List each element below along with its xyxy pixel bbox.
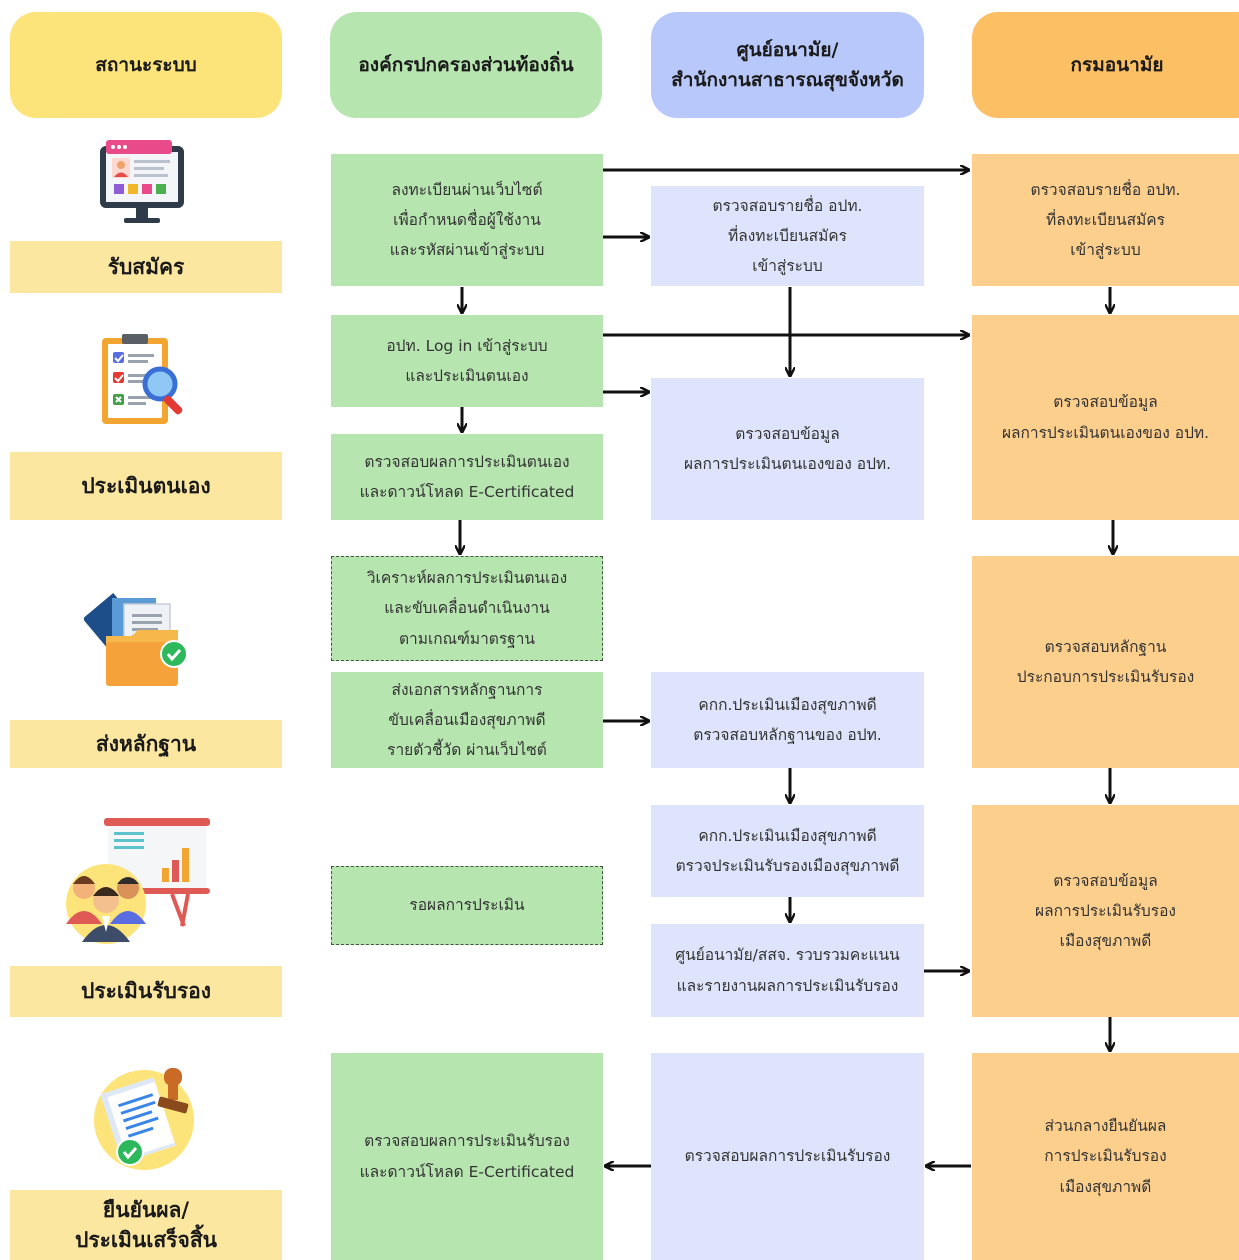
- stage-register: รับสมัคร: [10, 241, 282, 293]
- header-health-center: ศูนย์อนามัย/ สำนักงานสาธารณสุขจังหวัด: [651, 12, 924, 118]
- checklist-magnifier-icon: [102, 334, 183, 424]
- folder-documents-check-icon: [84, 592, 188, 686]
- step-center-check-names: ตรวจสอบรายชื่อ อปท. ที่ลงทะเบียนสมัคร เข…: [651, 186, 924, 286]
- stage-self-assess: ประเมินตนเอง: [10, 452, 282, 520]
- step-committee-certify: คกก.ประเมินเมืองสุขภาพดี ตรวจประเมินรับร…: [651, 805, 924, 897]
- step-wait-results: รอผลการประเมิน: [331, 866, 603, 945]
- step-register-website: ลงทะเบียนผ่านเว็บไซต์ เพื่อกำหนดชื่อผู้ใ…: [331, 154, 603, 286]
- header-local-government: องค์กรปกครองส่วนท้องถิ่น: [330, 12, 602, 118]
- step-login-self-assess: อปท. Log in เข้าสู่ระบบ และประเมินตนเอง: [331, 315, 603, 407]
- computer-profile-icon: [100, 140, 184, 223]
- step-check-download: ตรวจสอบผลการประเมินตนเอง และดาวน์โหลด E-…: [331, 434, 603, 520]
- step-dept-confirm: ส่วนกลางยืนยันผล การประเมินรับรอง เมืองส…: [972, 1053, 1239, 1260]
- step-dept-check-self: ตรวจสอบข้อมูล ผลการประเมินตนเองของ อปท.: [972, 315, 1239, 520]
- step-final-check-download: ตรวจสอบผลการประเมินรับรอง และดาวน์โหลด E…: [331, 1053, 603, 1260]
- step-send-documents: ส่งเอกสารหลักฐานการ ขับเคลื่อนเมืองสุขภา…: [331, 672, 603, 768]
- step-center-check-self: ตรวจสอบข้อมูล ผลการประเมินตนเองของ อปท.: [651, 378, 924, 520]
- step-dept-check-certify: ตรวจสอบข้อมูล ผลการประเมินรับรอง เมืองสุ…: [972, 805, 1239, 1017]
- step-dept-check-names: ตรวจสอบรายชื่อ อปท. ที่ลงทะเบียนสมัคร เข…: [972, 154, 1239, 286]
- stage-send-evidence: ส่งหลักฐาน: [10, 720, 282, 768]
- step-dept-check-evidence: ตรวจสอบหลักฐาน ประกอบการประเมินรับรอง: [972, 556, 1239, 768]
- step-analyze-results: วิเคราะห์ผลการประเมินตนเอง และขับเคลื่อน…: [331, 556, 603, 661]
- stage-certify: ประเมินรับรอง: [10, 966, 282, 1017]
- certificate-stamp-icon: [94, 1068, 194, 1170]
- step-committee-evidence: คกก.ประเมินเมืองสุขภาพดี ตรวจสอบหลักฐานข…: [651, 672, 924, 768]
- presentation-team-icon: [66, 818, 210, 944]
- header-status: สถานะระบบ: [10, 12, 282, 118]
- header-department-of-health: กรมอนามัย: [972, 12, 1239, 118]
- stage-confirm: ยืนยันผล/ ประเมินเสร็จสิ้น: [10, 1190, 282, 1260]
- step-compile-report: ศูนย์อนามัย/สสจ. รวบรวมคะแนน และรายงานผล…: [651, 924, 924, 1017]
- step-center-final-check: ตรวจสอบผลการประเมินรับรอง: [651, 1053, 924, 1260]
